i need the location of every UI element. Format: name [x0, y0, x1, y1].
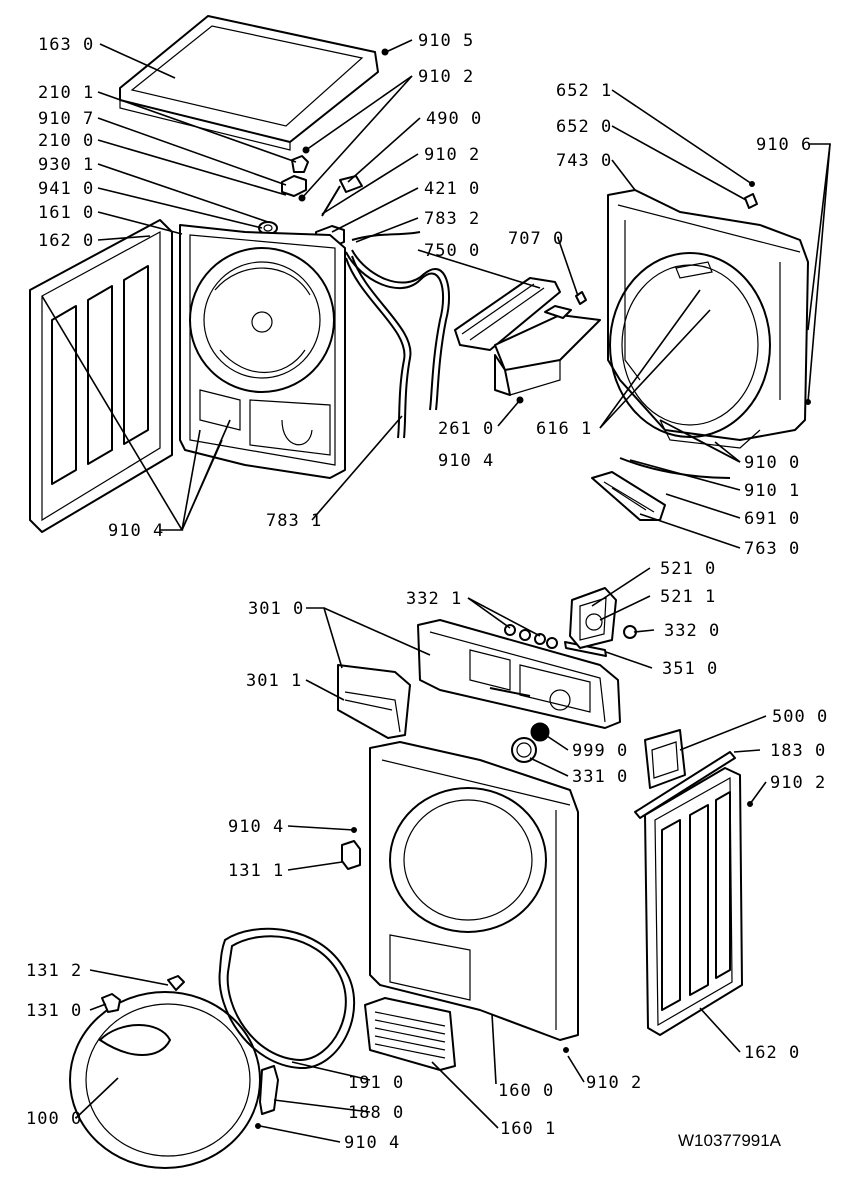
callout-332-0: 332 0 [664, 621, 720, 641]
door [69, 975, 261, 1169]
rail-bracket [634, 729, 736, 819]
callout-521-0: 521 0 [660, 559, 716, 579]
callout-351-0: 351 0 [662, 659, 718, 679]
callout-331-0: 331 0 [572, 767, 628, 787]
callout-131-0: 131 0 [26, 1001, 82, 1021]
callout-332-1: 332 1 [406, 589, 462, 609]
callout-162-0: 162 0 [38, 231, 94, 251]
callout-301-0: 301 0 [248, 599, 304, 619]
callout-161-0: 161 0 [38, 203, 94, 223]
callout-183-0: 183 0 [770, 741, 826, 761]
water-container-drawer [337, 664, 411, 739]
callout-910-4a: 910 4 [438, 451, 494, 471]
door-lock-parts [341, 827, 361, 870]
right-side-panel [644, 767, 753, 1036]
callout-100-0: 100 0 [26, 1109, 82, 1129]
filter-assembly [454, 277, 601, 404]
callout-652-0: 652 0 [556, 117, 612, 137]
front-bulkhead [607, 181, 811, 449]
callout-783-2: 783 2 [424, 209, 480, 229]
callout-783-1: 783 1 [266, 511, 322, 531]
callout-910-2d: 910 2 [586, 1073, 642, 1093]
callout-930-1: 930 1 [38, 155, 94, 175]
callout-750-0: 750 0 [424, 241, 480, 261]
callout-910-6: 910 6 [756, 135, 812, 155]
callout-707-0: 707 0 [508, 229, 564, 249]
callout-910-4c: 910 4 [228, 817, 284, 837]
callout-910-4b: 910 4 [108, 521, 164, 541]
callout-910-2b: 910 2 [424, 145, 480, 165]
electronic-board [569, 587, 617, 649]
rear-panel [179, 224, 346, 479]
callout-941-0: 941 0 [38, 179, 94, 199]
callout-131-1: 131 1 [228, 861, 284, 881]
callout-616-1: 616 1 [536, 419, 592, 439]
callout-999-0: 999 0 [572, 741, 628, 761]
callout-421-0: 421 0 [424, 179, 480, 199]
hoses [345, 231, 450, 439]
callout-521-1: 521 1 [660, 587, 716, 607]
callout-191-0: 191 0 [348, 1073, 404, 1093]
callout-210-0: 210 0 [38, 131, 94, 151]
lower-seal-parts [591, 457, 731, 521]
callout-910-2: 910 2 [418, 67, 474, 87]
callout-labels: 163 0 910 5 210 1 910 2 910 7 490 0 210 … [26, 31, 828, 1153]
callout-910-1: 910 1 [744, 481, 800, 501]
small-fasteners-top [258, 48, 389, 235]
control-panel [417, 619, 621, 729]
callout-500-0: 500 0 [772, 707, 828, 727]
callout-210-1: 210 1 [38, 83, 94, 103]
leader-lines [41, 39, 831, 1143]
callout-188-0: 188 0 [348, 1103, 404, 1123]
callout-652-1: 652 1 [556, 81, 612, 101]
callout-131-2: 131 2 [26, 961, 82, 981]
top-cover [119, 15, 379, 151]
front-grille [364, 997, 456, 1071]
callout-910-4d: 910 4 [344, 1133, 400, 1153]
callout-301-1: 301 1 [246, 671, 302, 691]
program-knob [511, 722, 550, 763]
callout-743-0: 743 0 [556, 151, 612, 171]
front-panel [369, 741, 579, 1041]
callout-910-2c: 910 2 [770, 773, 826, 793]
left-side-panel [29, 219, 173, 533]
callout-910-5: 910 5 [418, 31, 474, 51]
callout-160-1: 160 1 [500, 1119, 556, 1139]
callout-261-0: 261 0 [438, 419, 494, 439]
callout-162-0b: 162 0 [744, 1043, 800, 1063]
callout-160-0: 160 0 [498, 1081, 554, 1101]
callout-910-0: 910 0 [744, 453, 800, 473]
callout-163-0: 163 0 [38, 35, 94, 55]
callout-691-0: 691 0 [744, 509, 800, 529]
callout-763-0: 763 0 [744, 539, 800, 559]
door-hinge [255, 1047, 569, 1129]
document-id: W10377991A [678, 1131, 782, 1150]
callout-910-7: 910 7 [38, 109, 94, 129]
callout-490-0: 490 0 [426, 109, 482, 129]
